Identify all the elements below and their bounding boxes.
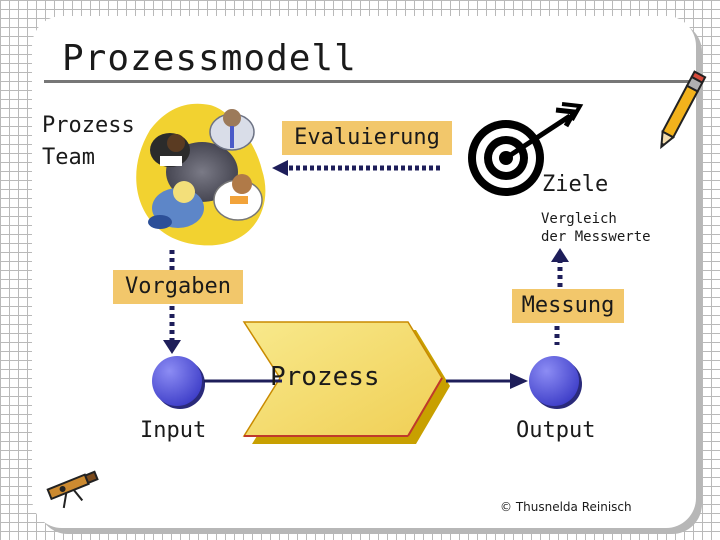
vergleich-line1: Vergleich xyxy=(541,211,617,227)
process-chevron xyxy=(242,321,450,444)
team-label-line2: Team xyxy=(42,145,95,170)
pencil-icon xyxy=(660,70,707,150)
messung-box: Messung xyxy=(512,289,624,323)
ziele-label: Ziele xyxy=(542,172,609,197)
vorgaben-to-input-arrow xyxy=(163,306,181,354)
team-meeting-icon xyxy=(136,103,266,246)
telescope-icon xyxy=(46,470,99,509)
team-label: Prozess Team xyxy=(42,110,135,174)
copyright-text: © Thusnelda Reinisch xyxy=(500,500,632,514)
prozess-label: Prozess xyxy=(270,362,380,392)
input-label: Input xyxy=(140,418,207,443)
output-node xyxy=(529,356,582,409)
process-to-output-arrow xyxy=(446,373,528,389)
vergleich-label: Vergleich der Messwerte xyxy=(541,210,651,246)
evaluierung-box: Evaluierung xyxy=(282,121,452,155)
input-node xyxy=(152,356,205,409)
title-underline xyxy=(44,80,700,83)
target-dart-icon xyxy=(468,102,584,196)
evaluierung-to-team-arrow xyxy=(272,160,440,176)
vorgaben-box: Vorgaben xyxy=(113,270,243,304)
messung-to-vergleich-arrow xyxy=(551,248,569,287)
output-label: Output xyxy=(516,418,596,443)
team-label-line1: Prozess xyxy=(42,113,135,138)
vergleich-line2: der Messwerte xyxy=(541,229,651,245)
slide-title: Prozessmodell xyxy=(62,38,357,79)
